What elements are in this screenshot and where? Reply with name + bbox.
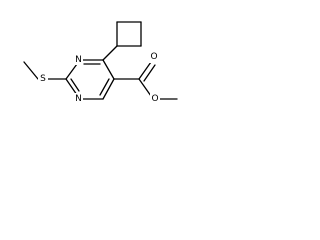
methylthio-group	[23, 61, 67, 80]
bond-c5-c4	[102, 59, 115, 80]
atom-labels: N N S O O	[38, 52, 160, 104]
bond-cyclobutyl-c4	[102, 45, 118, 61]
bond-s-methyl	[23, 61, 39, 80]
bond-carbonyl-o-ether	[138, 78, 152, 97]
bond-c2-n1-double	[70, 78, 80, 92]
ether-oxygen-label: O	[151, 94, 158, 104]
bond-c6-c5-double	[99, 78, 110, 96]
ring-nitrogen-n1-label: N	[75, 94, 82, 104]
bond-c2-n1	[65, 78, 78, 96]
pyrimidine-ring	[65, 59, 115, 100]
carbonyl-oxygen-label: O	[150, 52, 157, 62]
bond-carbonyl-o-1	[138, 61, 152, 80]
sulfur-label: S	[40, 74, 46, 84]
cyclobutyl-ring	[116, 21, 142, 47]
bond-n3-c2	[65, 63, 78, 80]
ring-nitrogen-n3-label: N	[75, 55, 82, 65]
chemical-structure-diagram: N N S O O	[23, 21, 178, 104]
bond-carbonyl-o-2	[143, 64, 156, 82]
bond-c6-c5	[102, 78, 115, 100]
methyl-ester-group	[113, 61, 178, 100]
